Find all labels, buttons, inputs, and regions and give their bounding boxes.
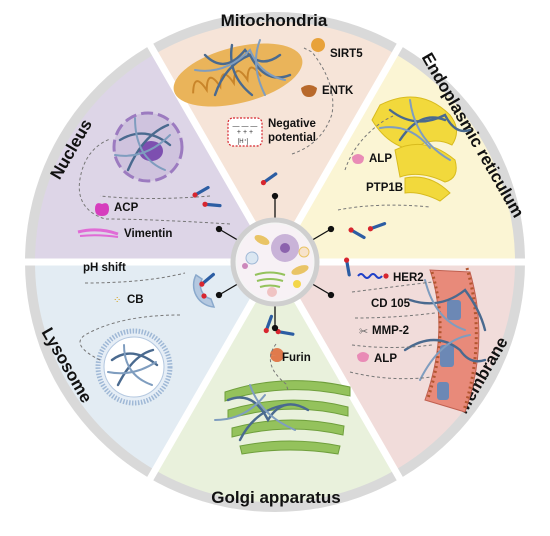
label-er-alp: ALP [369,153,392,165]
enzyme-icon [301,85,317,97]
membrane-potential-box [227,117,263,147]
label-furin: Furin [282,352,311,364]
lysosome-icon [95,328,173,406]
er-content: ALP PTP1B [337,96,472,242]
cell-center-icon [215,192,335,332]
title-golgi: Golgi apparatus [211,488,340,507]
enzyme-icon [357,352,369,362]
label-ptp1b: PTP1B [366,182,403,194]
label-ph-shift: pH shift [83,262,126,274]
label-acp: ACP [114,202,139,214]
label-potential: potential [268,132,316,144]
label-sirt5: SIRT5 [330,48,363,60]
cb-enzyme-icon: ⁘ [113,295,121,306]
mitochondria-content: SIRT5 ENTK — — — + + + [H⁺] Negative pot… [173,38,363,188]
svg-text:+ + +: + + + [237,129,253,136]
title-mitochondria: Mitochondria [221,11,328,30]
fiber-network-icon [114,117,172,172]
her2-wave-icon [357,273,383,279]
fiber-network-icon [379,99,472,161]
label-cb: CB [127,294,144,306]
fiber-network-icon [403,279,487,381]
membrane-content: HER2 CD 105 ✂ MMP-2 ALP [341,255,487,413]
sector-er [275,54,516,262]
label-proton: [H⁺] [238,138,249,145]
enzyme-icon [311,38,326,58]
svg-text:— — —: — — — [233,123,258,130]
golgi-content: Furin [214,313,351,455]
label-mmp2: MMP-2 [372,325,409,337]
label-cd105: CD 105 [371,298,411,310]
label-her2: HER2 [393,272,424,284]
enzyme-icon [270,348,284,363]
fiber-network-icon [214,384,310,442]
label-membrane-alp: ALP [374,353,397,365]
nucleus-content: ACP Vimentin [77,111,231,240]
scissors-icon: ✂ [359,325,368,338]
enzyme-icon [95,203,109,216]
label-vimentin: Vimentin [124,228,172,240]
enzyme-icon [352,154,364,164]
lysosome-content: pH shift ⁘ CB [79,262,217,406]
fiber-network-icon [194,39,292,97]
label-entk: ENTK [322,85,354,97]
label-negative: Negative [268,118,316,130]
vimentin-icon [77,228,119,236]
